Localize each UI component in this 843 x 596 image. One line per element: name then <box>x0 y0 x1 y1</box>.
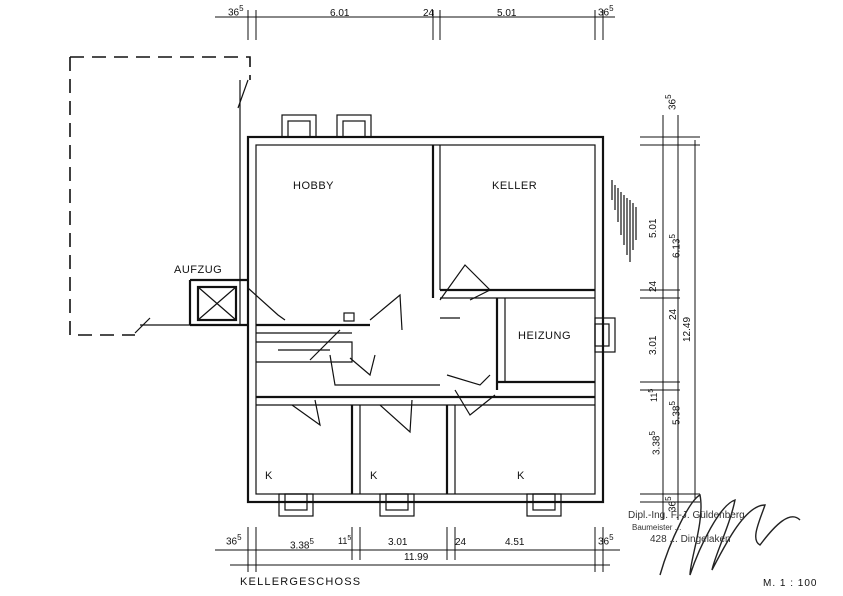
dim-top-left-end-value: 36 <box>228 7 240 19</box>
dim-bottom-right-end-value: 36 <box>598 536 610 548</box>
room-label-k2: K <box>370 470 378 482</box>
dim-top-a: 6.01 <box>330 8 350 19</box>
dim-top-left-end: 365 <box>228 4 244 18</box>
dim-top-b: 5.01 <box>497 8 517 19</box>
room-label-k1: K <box>265 470 273 482</box>
dim-top-right-end-value: 36 <box>598 7 610 19</box>
dim-right-overall: 12.49 <box>682 316 693 342</box>
dim-bottom-c: 3.01 <box>388 537 408 548</box>
dim-right-a: 5.01 <box>648 218 659 238</box>
dim-right-small-24a: 24 <box>648 280 659 292</box>
stair-hatch <box>611 180 637 262</box>
window-wells-bottom <box>278 493 562 517</box>
dim-right-top-end-sup: 5 <box>664 94 673 99</box>
dim-top-right-end-sup: 5 <box>609 4 614 13</box>
dim-right-a-total-value: 6.13 <box>671 238 683 258</box>
dim-bottom-a-sup: 5 <box>309 537 314 546</box>
dim-right-c: 3.385 <box>648 431 662 455</box>
signature <box>659 493 801 576</box>
stamp-line-3: 428 ... Dingelaken <box>650 534 731 545</box>
dim-right-top-end: 365 <box>664 94 678 110</box>
dim-right-bottom-end-sup: 5 <box>664 496 673 501</box>
exterior-walls <box>134 79 605 504</box>
room-label-keller: KELLER <box>492 180 538 192</box>
dim-bottom-right-end-sup: 5 <box>609 533 614 542</box>
dim-bottom-b-small-sup: 5 <box>347 535 352 542</box>
dim-bottom-left-end-value: 36 <box>226 536 238 548</box>
dim-bottom-a-value: 3.38 <box>290 540 310 552</box>
room-label-heizung: HEIZUNG <box>518 330 571 342</box>
drawing-title: KELLERGESCHOSS <box>240 576 362 588</box>
dim-bottom-left-end-sup: 5 <box>237 533 242 542</box>
dim-right-a-total: 6.135 <box>668 234 682 258</box>
stamp-line-2: Baumeister ... <box>632 523 682 532</box>
dim-top-right-end: 365 <box>598 4 614 18</box>
dashed-outline <box>69 56 251 336</box>
door-swings <box>247 264 496 434</box>
dim-right-small-11: 115 <box>648 389 659 402</box>
dim-right-small-24b: 24 <box>668 308 679 320</box>
dim-right-top-end-value: 36 <box>667 98 679 110</box>
architect-stamp: Dipl.-Ing. F.-J. Güldenberg Baumeister .… <box>628 510 745 546</box>
room-label-k3: K <box>517 470 525 482</box>
dim-right-b: 3.01 <box>648 335 659 355</box>
dim-right-c-value: 3.38 <box>651 435 663 455</box>
dim-right-b-total-sup: 5 <box>668 401 677 406</box>
dim-bottom-d-small: 24 <box>455 537 467 548</box>
dim-right-small-11-sup: 5 <box>648 388 655 393</box>
dim-bottom-left-end: 365 <box>226 533 242 547</box>
dimension-lines-top <box>215 10 615 40</box>
dim-bottom-total: 11.99 <box>404 552 429 563</box>
room-label-aufzug: AUFZUG <box>174 264 223 276</box>
dim-bottom-a: 3.385 <box>290 537 314 551</box>
drawing-scale: M. 1 : 100 <box>763 578 818 589</box>
interior-walls <box>256 145 595 494</box>
dim-top-left-end-sup: 5 <box>239 4 244 13</box>
dim-right-a-total-sup: 5 <box>668 234 677 239</box>
dimension-lines-bottom <box>215 527 620 572</box>
dim-right-b-total: 5.385 <box>668 401 682 425</box>
dim-right-c-sup: 5 <box>648 431 657 436</box>
stamp-line-1: Dipl.-Ing. F.-J. Güldenberg <box>628 510 745 521</box>
window-wells-top <box>281 114 372 138</box>
dim-top-mid: 24 <box>423 8 435 19</box>
dim-right-small-11-value: 11 <box>649 392 659 402</box>
window-well-right <box>594 317 616 353</box>
dim-bottom-b-small: 115 <box>338 535 351 546</box>
chimney <box>343 312 355 322</box>
dimension-lines-right <box>640 115 700 520</box>
room-label-hobby: HOBBY <box>293 180 335 192</box>
dim-bottom-b-small-value: 11 <box>338 536 348 546</box>
dim-bottom-right-end: 365 <box>598 533 614 547</box>
dim-bottom-e: 4.51 <box>505 537 525 548</box>
dim-right-b-total-value: 5.38 <box>671 405 683 425</box>
elevator-shaft <box>196 285 238 322</box>
